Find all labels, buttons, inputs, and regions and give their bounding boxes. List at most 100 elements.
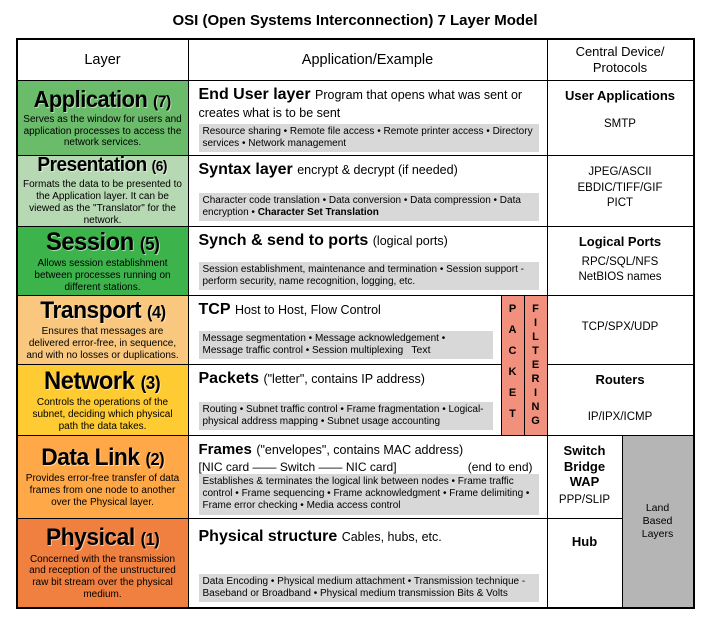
device-label: User Applications (564, 88, 676, 103)
device-label: Routers (595, 372, 645, 387)
example-heading: Physical structure Cables, hubs, etc. (199, 528, 539, 546)
protocol-group: RPC/SQL/NFS NetBIOS names (578, 255, 661, 286)
example-details-text: Resource sharing • Remote file access • … (202, 125, 533, 149)
packet-label: PACKET (506, 302, 519, 429)
header-central-device-protocols: Central Device/ Protocols (547, 40, 693, 80)
layer-cell-session: Session (5) Allows session establishment… (17, 227, 188, 295)
layer-number: (3) (141, 372, 161, 393)
example-subtitle: ("letter", contains IP address) (263, 372, 425, 386)
layer-cell-application: Application (7) Serves as the window for… (17, 81, 188, 155)
device-label: WAP (569, 474, 600, 490)
protocol-label: JPEG/ASCII (588, 166, 652, 179)
layer-name-text: Session (45, 227, 134, 256)
layer-title-presentation: Presentation (6) (37, 156, 168, 177)
layer-description: Provides error-free transfer of data fra… (25, 473, 180, 508)
layer-name-text: Data Link (41, 444, 140, 472)
device-label: Bridge (563, 458, 606, 474)
example-cell-session: Synch & send to ports (logical ports) Se… (188, 227, 547, 295)
example-details-text: Character code translation • Data conver… (202, 194, 521, 218)
example-details: Routing • Subnet traffic control • Frame… (198, 401, 493, 430)
layer-number: (5) (139, 233, 160, 254)
layer-number: (7) (153, 91, 172, 111)
example-heading: Syntax layer encrypt & decrypt (if neede… (199, 161, 539, 179)
header-central-device-line1: Central Device/ (575, 44, 665, 60)
layer-number: (4) (146, 302, 166, 323)
example-title: TCP (198, 301, 231, 318)
example-line2: [NIC card —— Switch —— NIC card] (end to… (198, 459, 539, 474)
layer-description: Formats the data to be presented to the … (23, 179, 182, 226)
example-title: Syntax layer (198, 161, 293, 178)
protocol-label: RPC/SQL/NFS (581, 255, 659, 268)
layer-number: (6) (151, 159, 168, 176)
example-title: Packets (198, 370, 260, 387)
packet-strip: PACKET (501, 296, 524, 435)
protocols-cell-transport: TCP/SPX/UDP (547, 296, 693, 364)
protocol-label: SMTP (604, 117, 636, 130)
example-details-text: Message segmentation • Message acknowled… (202, 332, 446, 356)
example-details-text: Routing • Subnet traffic control • Frame… (202, 403, 484, 427)
layer-title-transport: Transport (4) (39, 297, 166, 325)
example-title: Physical structure (198, 528, 338, 545)
example-details: Session establishment, maintenance and t… (198, 261, 539, 290)
layer-title-network: Network (3) (45, 368, 161, 394)
protocol-label: NetBIOS names (578, 271, 662, 284)
layer-description: Controls the operations of the subnet, d… (32, 396, 173, 432)
example-heading: End User layer Program that opens what w… (199, 86, 539, 122)
land-based-layers-label: Land Based Layers (641, 501, 674, 541)
layer-title-application: Application (7) (33, 85, 172, 112)
example-title: End User layer (198, 86, 311, 103)
protocol-label: IP/IPX/ICMP (587, 411, 653, 424)
protocols-cell-physical: Hub (547, 519, 622, 607)
example-details-text: Establishes & terminates the logical lin… (202, 476, 530, 512)
example-cell-presentation: Syntax layer encrypt & decrypt (if neede… (188, 156, 547, 226)
protocol-label: EBDIC/TIFF/GIF (577, 181, 663, 194)
example-heading: TCP Host to Host, Flow Control (199, 301, 493, 319)
end-to-end-note: (end to end) (467, 459, 533, 474)
example-title: Synch & send to ports (198, 232, 369, 249)
example-details-text: Data Encoding • Physical medium attachme… (202, 575, 526, 599)
example-cell-network: Packets ("letter", contains IP address) … (188, 365, 501, 435)
text-artifact: Text (411, 344, 431, 357)
example-cell-transport: TCP Host to Host, Flow Control Message s… (188, 296, 501, 364)
layer-title-physical: Physical (1) (45, 524, 160, 552)
protocol-label: PPP/SLIP (558, 493, 611, 506)
example-heading: Packets ("letter", contains IP address) (199, 370, 493, 388)
example-details: Resource sharing • Remote file access • … (198, 123, 539, 153)
layer-name-text: Network (44, 366, 136, 395)
layer-number: (1) (140, 529, 160, 550)
filtering-strip: FILTERING (524, 296, 547, 435)
layer-description: Allows session establishment between pro… (34, 257, 171, 293)
layer-cell-network: Network (3) Controls the operations of t… (17, 365, 188, 435)
protocols-cell-data-link: Switch Bridge WAP PPP/SLIP (547, 436, 622, 518)
land-based-layers-box: Land Based Layers (622, 436, 693, 607)
device-label: Logical Ports (578, 234, 662, 249)
layer-name-text: Presentation (37, 156, 148, 177)
device-label: Hub (571, 534, 598, 549)
header-layer: Layer (17, 40, 188, 80)
protocols-cell-network: Routers IP/IPX/ICMP (547, 365, 693, 435)
example-subtitle: ("envelopes", contains MAC address) (256, 443, 464, 457)
protocols-cell-application: User Applications SMTP (547, 81, 693, 155)
example-subtitle: Cables, hubs, etc. (341, 530, 442, 544)
nic-switch-diagram: [NIC card —— Switch —— NIC card] (198, 459, 397, 474)
example-subtitle: Host to Host, Flow Control (234, 303, 381, 317)
example-heading: Frames ("envelopes", contains MAC addres… (199, 441, 539, 459)
example-subtitle: (logical ports) (372, 234, 448, 248)
layer-number: (2) (145, 449, 164, 470)
layer-name-text: Transport (39, 297, 141, 325)
example-cell-physical: Physical structure Cables, hubs, etc. Da… (188, 519, 547, 607)
protocols-cell-session: Logical Ports RPC/SQL/NFS NetBIOS names (547, 227, 693, 295)
example-heading: Synch & send to ports (logical ports) (199, 232, 539, 250)
layer-name-text: Physical (45, 524, 135, 552)
device-label: Switch (563, 443, 606, 458)
layer-cell-transport: Transport (4) Ensures that messages are … (17, 296, 188, 364)
layer-cell-data-link: Data Link (2) Provides error-free transf… (17, 436, 188, 518)
example-title: Frames (198, 441, 252, 458)
layer-description: Serves as the window for users and appli… (23, 113, 182, 149)
example-details-bold: Character Set Translation (257, 206, 379, 218)
layer-title-session: Session (5) (45, 227, 160, 256)
layer-name-text: Application (33, 85, 148, 112)
example-subtitle: encrypt & decrypt (if needed) (297, 163, 458, 177)
layer-title-data-link: Data Link (2) (41, 445, 164, 470)
